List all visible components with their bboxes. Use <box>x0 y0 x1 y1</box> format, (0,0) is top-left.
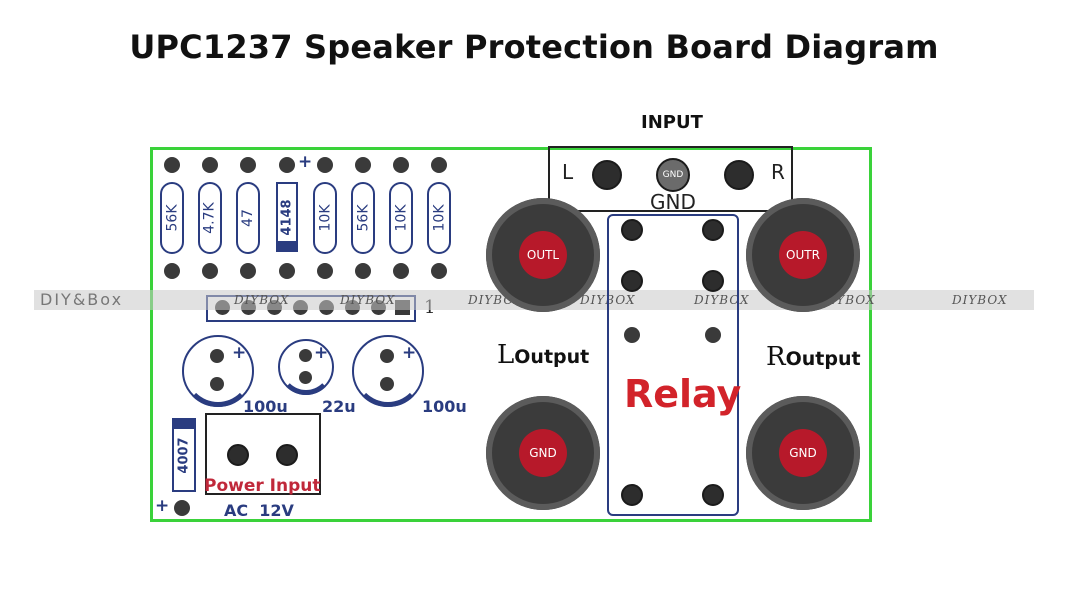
pad <box>279 263 295 279</box>
cap-label-22u: 22u <box>322 397 356 416</box>
pad <box>174 500 190 516</box>
resistor-label: 47 <box>239 209 256 227</box>
left-output-letter: L <box>497 340 515 370</box>
cap-label-100u-left: 100u <box>243 397 288 416</box>
terminal-outl: OUTL <box>486 198 600 312</box>
diode-label: 4007 <box>176 436 192 474</box>
pad <box>164 157 180 173</box>
relay-pin <box>621 270 643 292</box>
resistor-56k-b: 56K <box>351 182 375 254</box>
pad <box>202 263 218 279</box>
right-output-label: ROutput <box>766 342 861 372</box>
resistor-label: 56K <box>164 204 180 232</box>
diode-label: 4148 <box>279 198 295 236</box>
input-r-hole <box>724 160 754 190</box>
cap-label-100u-right: 100u <box>422 397 467 416</box>
terminal-gnd-right-center: GND <box>779 429 827 477</box>
cap-polarity-arc <box>352 335 424 407</box>
resistor-label: 10K <box>317 204 333 232</box>
power-terminal-hole <box>276 444 298 466</box>
resistor-56k: 56K <box>160 182 184 254</box>
pad <box>393 263 409 279</box>
page-title: UPC1237 Speaker Protection Board Diagram <box>129 28 939 66</box>
relay-pin <box>621 219 643 241</box>
diode-4148: 4148 <box>276 182 298 252</box>
input-gnd-hole: GND <box>656 158 690 192</box>
input-gnd-small-label: GND <box>662 170 684 180</box>
left-output-label: LOutput <box>497 340 589 370</box>
pad <box>202 157 218 173</box>
pad <box>431 263 447 279</box>
terminal-outr-label: OUTR <box>786 248 820 262</box>
pad <box>431 157 447 173</box>
cap-polarity-arc <box>182 335 254 407</box>
input-gnd-label: GND <box>650 190 696 214</box>
cap-polarity-arc <box>278 339 334 395</box>
left-output-word: Output <box>514 346 590 368</box>
watermark-text: DIYBOX <box>694 293 750 307</box>
power-terminal-hole <box>227 444 249 466</box>
resistor-label: 56K <box>355 204 371 232</box>
terminal-outl-center: OUTL <box>519 231 567 279</box>
diode-plus-sign: + <box>298 152 313 172</box>
terminal-outr-center: OUTR <box>779 231 827 279</box>
resistor-4-7k: 4.7K <box>198 182 222 254</box>
watermark-text: DIY&Box <box>40 290 124 309</box>
input-connector <box>548 146 793 212</box>
terminal-gnd-right: GND <box>746 396 860 510</box>
pad <box>317 157 333 173</box>
terminal-gnd-left: GND <box>486 396 600 510</box>
pad <box>279 157 295 173</box>
ac-voltage-label: AC 12V <box>224 501 294 520</box>
relay-pin <box>702 219 724 241</box>
watermark-text: DIYBOX <box>952 293 1008 307</box>
terminal-outl-label: OUTL <box>526 248 560 262</box>
diode-band <box>174 420 194 429</box>
power-input-label: Power Input <box>204 476 321 496</box>
resistor-label: 10K <box>431 204 447 232</box>
right-output-letter: R <box>766 342 786 372</box>
pad <box>164 263 180 279</box>
pcb-board <box>150 147 872 522</box>
right-output-word: Output <box>785 348 861 370</box>
resistor-label: 10K <box>393 204 409 232</box>
resistor-10k-c: 10K <box>427 182 451 254</box>
pad <box>317 263 333 279</box>
input-r-label: R <box>771 160 785 184</box>
terminal-gnd-left-label: GND <box>529 446 557 460</box>
power-input-connector <box>205 413 321 495</box>
input-l-label: L <box>562 160 574 184</box>
pad <box>355 263 371 279</box>
relay-outline <box>607 214 739 516</box>
relay-pin-small <box>705 327 721 343</box>
resistor-10k-b: 10K <box>389 182 413 254</box>
resistor-label: 4.7K <box>202 202 219 234</box>
watermark-text: DIYBOX <box>340 293 396 307</box>
input-label: INPUT <box>641 112 703 133</box>
relay-pin <box>702 270 724 292</box>
diode-4007: 4007 <box>172 418 196 492</box>
relay-pin-small <box>624 327 640 343</box>
relay-label: Relay <box>624 372 742 416</box>
diode-band <box>278 241 296 250</box>
input-l-hole <box>592 160 622 190</box>
pad <box>355 157 371 173</box>
terminal-gnd-right-label: GND <box>789 446 817 460</box>
watermark-text: DIYBOX <box>234 293 290 307</box>
relay-pin <box>702 484 724 506</box>
relay-pin <box>621 484 643 506</box>
resistor-47: 47 <box>236 182 260 254</box>
pad <box>240 263 256 279</box>
pad <box>393 157 409 173</box>
resistor-10k-a: 10K <box>313 182 337 254</box>
terminal-gnd-left-center: GND <box>519 429 567 477</box>
pad <box>240 157 256 173</box>
terminal-outr: OUTR <box>746 198 860 312</box>
power-plus-sign: + <box>155 496 170 516</box>
